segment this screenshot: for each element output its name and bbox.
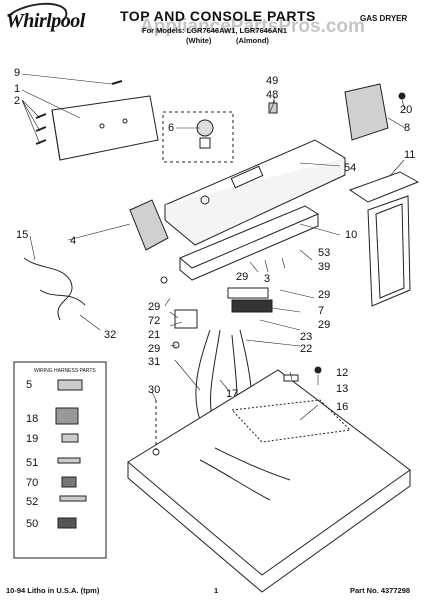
callout: 2 <box>14 95 20 107</box>
callout: 53 <box>318 247 330 259</box>
callout: 17 <box>226 388 238 400</box>
callout: 22 <box>300 343 312 355</box>
color-almond: (Almond) <box>236 36 269 45</box>
color-white: (White) <box>186 36 212 45</box>
callout: 23 <box>300 331 312 343</box>
callout: 4 <box>70 235 76 247</box>
callout: 49 <box>266 75 278 87</box>
callout: 13 <box>336 383 348 395</box>
wiring-box-title: WIRING HARNESS PARTS <box>34 368 96 374</box>
wiring-label-5: 5 <box>26 379 32 391</box>
callout: 11 <box>404 149 415 161</box>
callout: 9 <box>14 67 20 79</box>
wiring-label-50: 50 <box>26 518 38 530</box>
wiring-label-18: 18 <box>26 413 38 425</box>
callout: 12 <box>336 367 348 379</box>
callout: 31 <box>148 356 160 368</box>
wiring-label-19: 19 <box>26 433 38 445</box>
callout: 39 <box>318 261 330 273</box>
callout: 30 <box>148 384 160 396</box>
footer-print-info: 10-94 Litho in U.S.A. (tpm) <box>6 586 100 595</box>
callout: 8 <box>404 122 410 134</box>
callout: 32 <box>104 329 116 341</box>
wiring-label-51: 51 <box>26 457 38 469</box>
wiring-box-labels: 5 18 19 51 70 52 50 <box>26 379 38 530</box>
callout: 48 <box>266 89 278 101</box>
callout: 21 <box>148 329 160 341</box>
callout: 29 <box>148 301 160 313</box>
callout: 20 <box>400 104 412 116</box>
callout: 3 <box>264 273 270 285</box>
page-title: TOP AND CONSOLE PARTS <box>120 8 316 24</box>
callout: 72 <box>148 315 160 327</box>
callout: 29 <box>236 271 248 283</box>
callout: 29 <box>318 319 330 331</box>
callout: 29 <box>148 343 160 355</box>
appliance-type: GAS DRYER <box>360 14 408 23</box>
watermark: AppliancePartsPros.com <box>140 16 365 37</box>
wiring-label-70: 70 <box>26 477 38 489</box>
callout: 6 <box>168 122 174 134</box>
callout: 29 <box>318 289 330 301</box>
callout: 54 <box>344 162 356 174</box>
callout: 15 <box>16 229 28 241</box>
footer-part-number: Part No. 4377298 <box>350 586 411 595</box>
wiring-label-52: 52 <box>26 496 38 508</box>
model-line: For Models: LGR7646AW1, LGR7646AN1 <box>142 26 288 35</box>
brand-logo: Whirlpool <box>6 10 85 32</box>
callout: 1 <box>14 83 20 95</box>
callout: 7 <box>318 305 324 317</box>
callout: 10 <box>345 229 357 241</box>
callout: 16 <box>336 401 348 413</box>
callout-numbers: 9 1 2 49 48 6 20 8 54 11 15 4 53 3 39 10… <box>14 67 415 413</box>
footer-page-number: 1 <box>214 586 219 595</box>
